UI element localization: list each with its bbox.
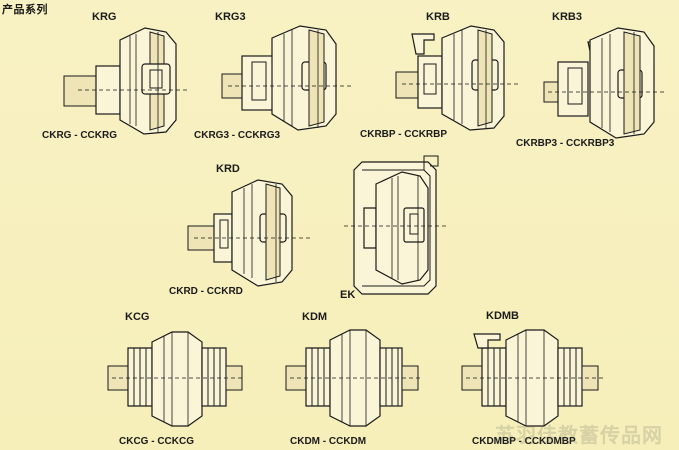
kdm-model-label: KDM bbox=[302, 311, 328, 323]
kdm-series-caption: CKDM - CCKDM bbox=[290, 436, 367, 447]
kdmb-drawing bbox=[461, 329, 604, 427]
ek-model-label: EK bbox=[340, 289, 356, 301]
krb-series-caption: CKRBP - CCKRBP bbox=[360, 129, 448, 140]
krb3-model-label: KRB3 bbox=[552, 11, 582, 23]
ek-drawing bbox=[344, 155, 446, 295]
krd-drawing bbox=[187, 179, 312, 287]
kdm-drawing bbox=[285, 329, 420, 427]
krg-drawing bbox=[63, 27, 188, 135]
kcg-drawing bbox=[107, 331, 243, 427]
krd-model-label: KRD bbox=[216, 163, 240, 175]
krb3-series-caption: CKRBP3 - CCKRBP3 bbox=[516, 138, 615, 149]
krg3-drawing bbox=[221, 25, 352, 131]
krb-drawing bbox=[395, 25, 520, 131]
krg-model-label: KRG bbox=[92, 11, 117, 23]
krg3-series-caption: CKRG3 - CCKRG3 bbox=[194, 130, 281, 141]
kcg-model-label: KCG bbox=[125, 311, 150, 323]
page-title: 产品系列 bbox=[2, 4, 48, 16]
kcg-series-caption: CKCG - CCKCG bbox=[119, 436, 194, 447]
krb3-drawing bbox=[543, 27, 666, 139]
krb-model-label: KRB bbox=[426, 11, 450, 23]
kdmb-model-label: KDMB bbox=[486, 310, 519, 322]
krd-series-caption: CKRD - CCKRD bbox=[169, 286, 243, 297]
krg3-model-label: KRG3 bbox=[215, 11, 246, 23]
kdmb-series-caption: CKDMBP - CCKDMBP bbox=[472, 436, 576, 447]
krg-series-caption: CKRG - CCKRG bbox=[42, 130, 117, 141]
